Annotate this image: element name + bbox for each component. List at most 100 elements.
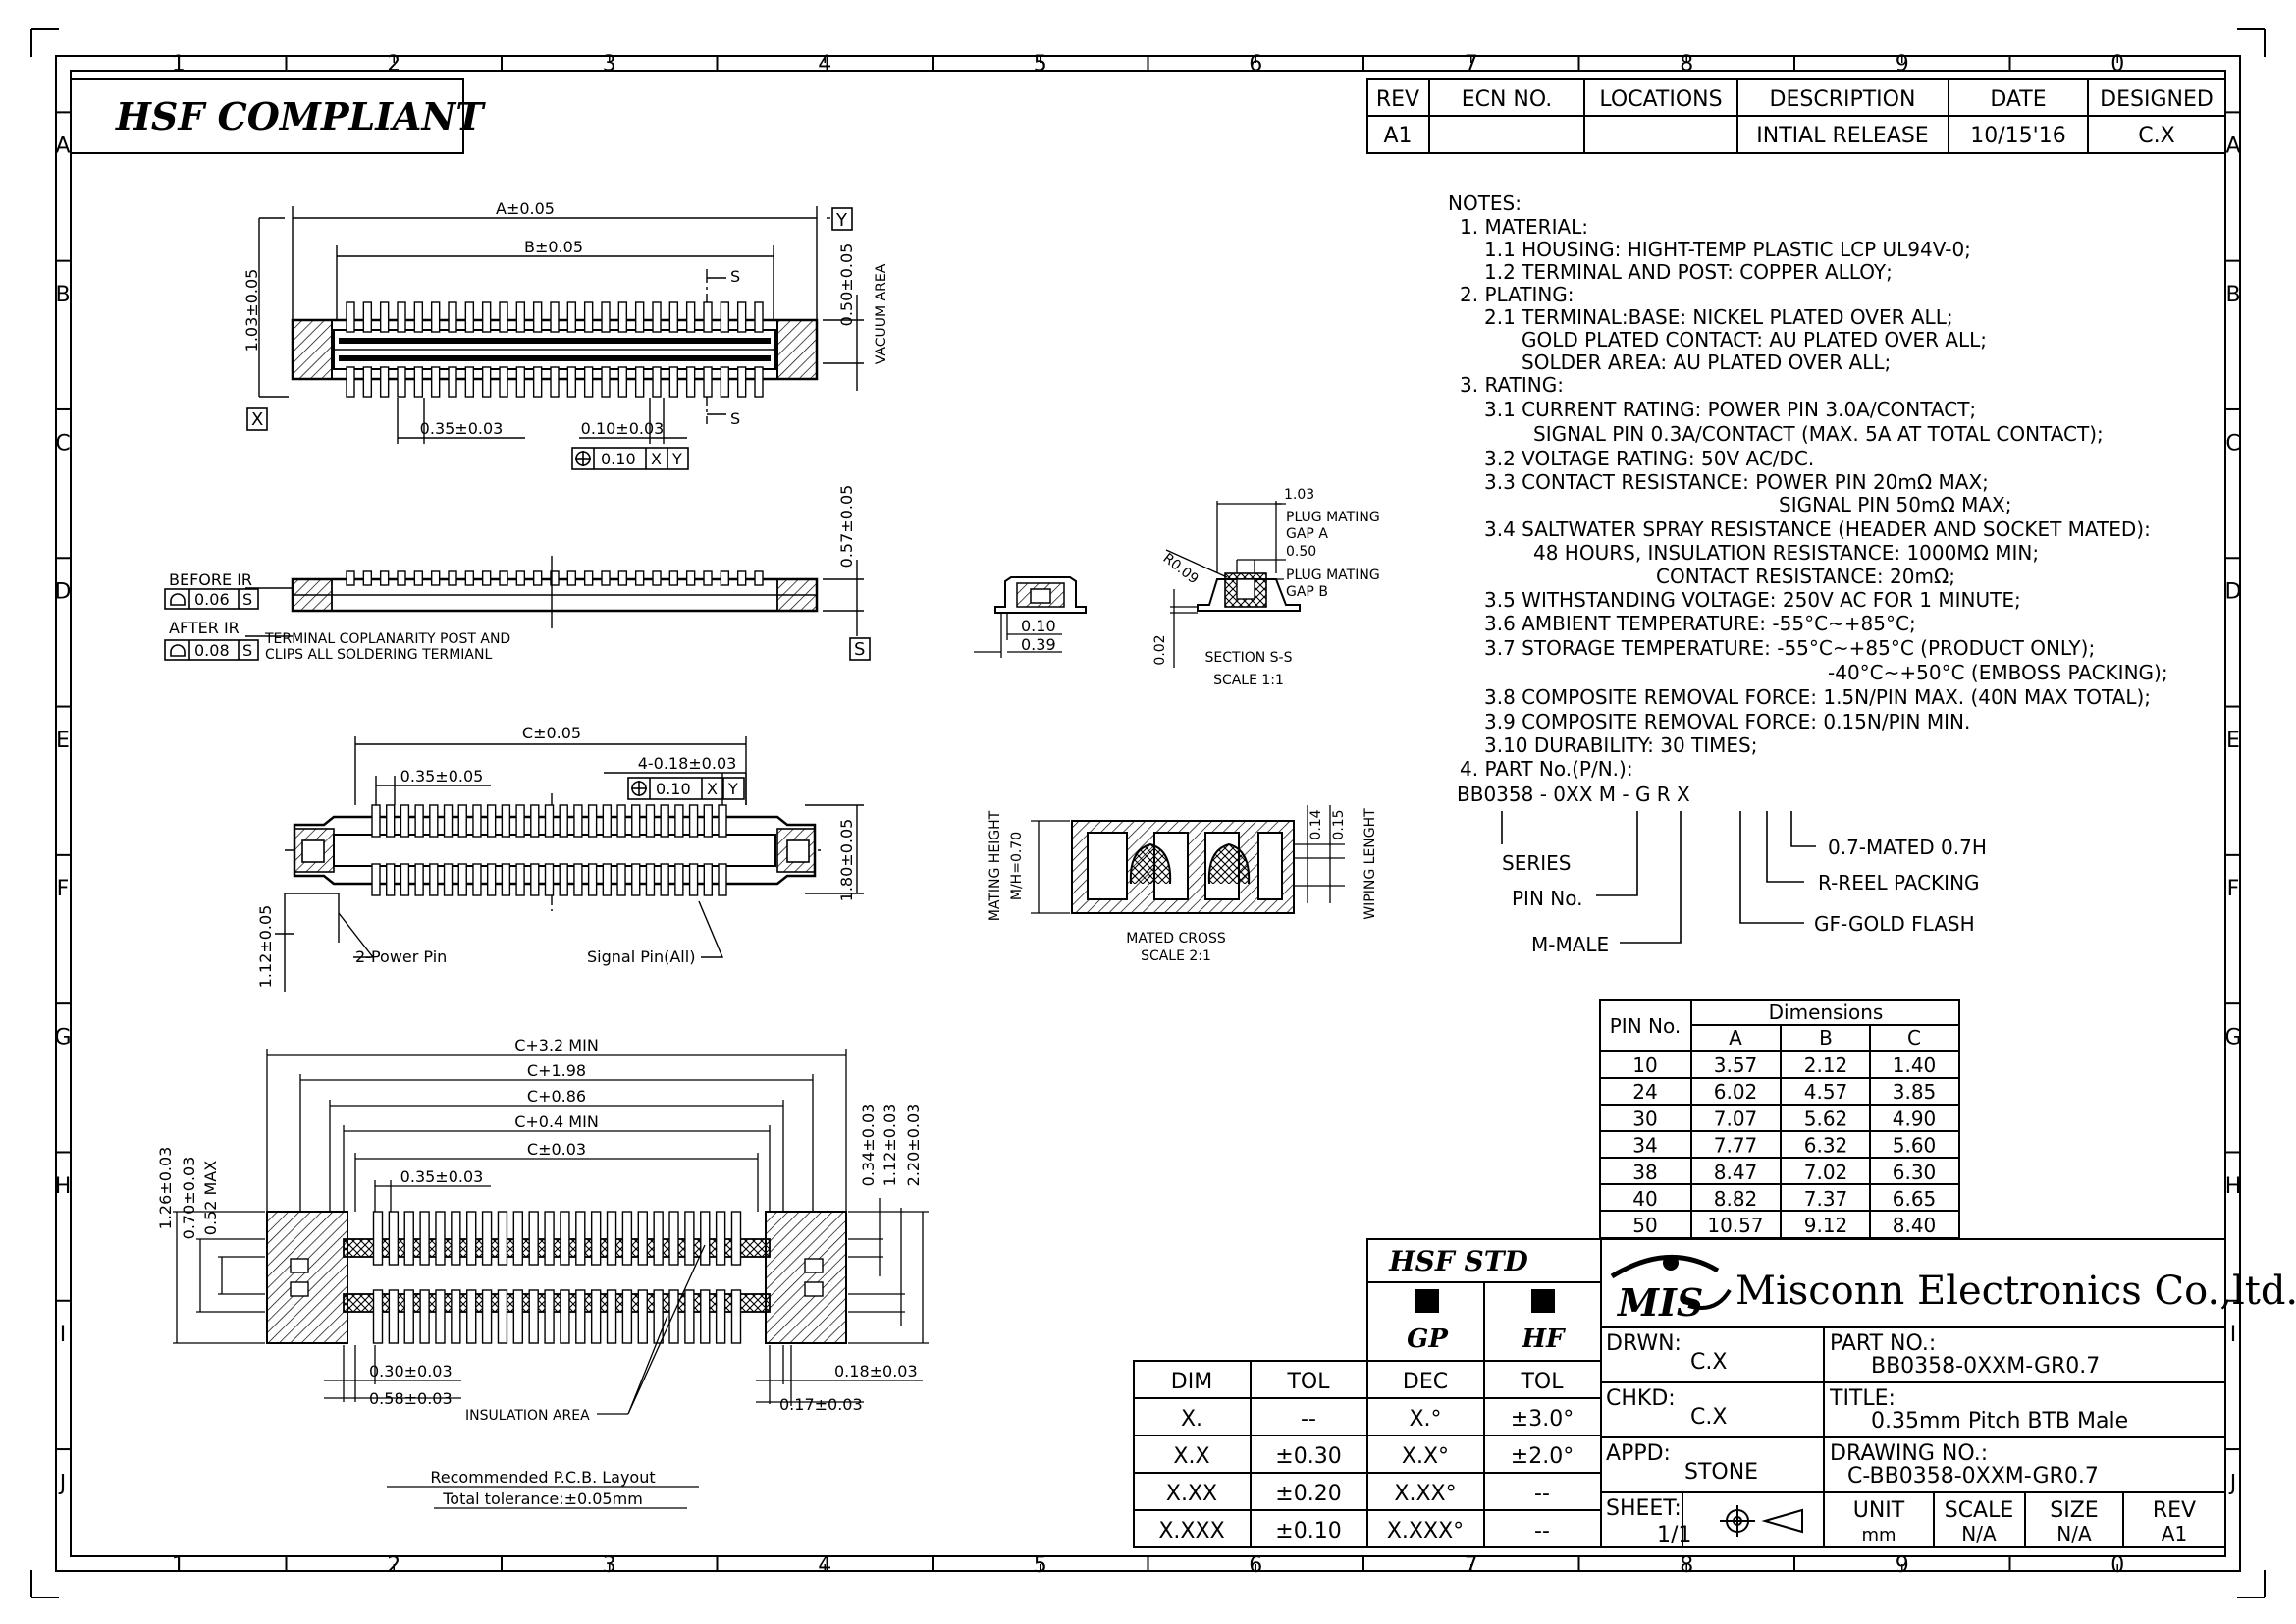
pin bbox=[560, 1211, 570, 1266]
pin bbox=[736, 570, 747, 586]
corner-marks bbox=[30, 28, 2266, 1598]
mated-dim-014: 0.14 bbox=[1308, 809, 1324, 839]
rev-cell-rev: A1 bbox=[1383, 124, 1412, 148]
pin bbox=[499, 301, 508, 333]
pin bbox=[400, 804, 410, 838]
pin bbox=[652, 366, 662, 398]
tol-header: DEC bbox=[1403, 1370, 1448, 1394]
sheet-label: SHEET: bbox=[1606, 1496, 1682, 1521]
pin bbox=[634, 366, 645, 398]
note-line: 3.3 CONTACT RESISTANCE: POWER PIN 20mΩ M… bbox=[1484, 470, 1989, 494]
dim-bottom-pitch: 0.35±0.05 bbox=[400, 767, 484, 785]
pin bbox=[515, 570, 526, 586]
tol-cell: -- bbox=[1534, 1519, 1550, 1543]
pin bbox=[601, 301, 611, 333]
pin bbox=[528, 1211, 539, 1266]
dim-height: 1.03±0.05 bbox=[242, 269, 261, 352]
dims-cell: 7.77 bbox=[1714, 1134, 1758, 1158]
pin bbox=[413, 301, 424, 333]
zone-row-label: H bbox=[2225, 1174, 2242, 1199]
pin bbox=[550, 366, 560, 398]
dims-cell: 10.57 bbox=[1707, 1214, 1763, 1237]
pin bbox=[371, 804, 381, 838]
datum-s: S bbox=[854, 639, 865, 660]
pin bbox=[559, 804, 568, 838]
pin bbox=[660, 804, 669, 838]
rev-cell-date: 10/15'16 bbox=[1970, 124, 2065, 148]
scale-label: SCALE bbox=[1945, 1498, 2014, 1523]
pin bbox=[736, 301, 747, 333]
title-value: 0.35mm Pitch BTB Male bbox=[1871, 1409, 2128, 1434]
part-code-diagram: BB0358 - 0XX M - G R X SERIES PIN No. M-… bbox=[1457, 783, 1987, 956]
note-line: 1.1 HOUSING: HIGHT-TEMP PLASTIC LCP UL94… bbox=[1484, 238, 1971, 261]
note-line: 3.2 VOLTAGE RATING: 50V AC/DC. bbox=[1484, 447, 1814, 470]
pin bbox=[532, 366, 543, 398]
dims-cell: 6.65 bbox=[1893, 1187, 1937, 1211]
pin bbox=[481, 301, 492, 333]
dims-cell: 7.07 bbox=[1714, 1107, 1758, 1130]
dims-header-pin: PIN No. bbox=[1610, 1014, 1681, 1038]
pin bbox=[481, 570, 492, 586]
pin bbox=[631, 863, 641, 896]
pin bbox=[481, 1211, 493, 1266]
pcb-dim-126: 1.26±0.03 bbox=[156, 1147, 175, 1230]
dims-cell: 6.02 bbox=[1714, 1080, 1758, 1104]
dims-cell: 9.12 bbox=[1804, 1214, 1848, 1237]
tol-cell: -- bbox=[1534, 1482, 1550, 1506]
pin bbox=[587, 863, 598, 896]
dims-cell: 24 bbox=[1632, 1080, 1657, 1104]
dims-cell: 38 bbox=[1632, 1161, 1657, 1184]
dims-cell: 5.60 bbox=[1893, 1134, 1937, 1158]
fcf-head: 4-0.18±0.03 bbox=[638, 754, 737, 773]
fcf-tolerance: 0.10 bbox=[601, 450, 636, 468]
zone-row-label: E bbox=[2226, 729, 2240, 753]
company-name: Misconn Electronics Co.,ltd. bbox=[1735, 1269, 2296, 1314]
bottom-fcf-datum-y: Y bbox=[727, 780, 738, 798]
dims-cell: 7.37 bbox=[1804, 1187, 1848, 1211]
pin bbox=[515, 366, 526, 398]
zone-row-label: I bbox=[60, 1323, 67, 1347]
section-ss-view: 1.03 PLUG MATING GAP A 0.50 PLUG MATING … bbox=[1152, 487, 1380, 688]
pin bbox=[544, 1289, 555, 1344]
dims-table-title: Dimensions bbox=[1769, 1001, 1884, 1024]
pin bbox=[590, 1211, 602, 1266]
unit-value: mm bbox=[1861, 1525, 1896, 1545]
after-ir-value: 0.08 bbox=[194, 641, 230, 660]
pin bbox=[715, 1211, 726, 1266]
pin bbox=[448, 301, 457, 333]
pin bbox=[703, 570, 713, 586]
zone-row-label: F bbox=[2227, 877, 2240, 901]
note-line: 3.5 WITHSTANDING VOLTAGE: 250V AC FOR 1 … bbox=[1484, 588, 2021, 612]
pin bbox=[754, 301, 764, 333]
pin bbox=[464, 366, 475, 398]
pin bbox=[637, 1289, 648, 1344]
pin bbox=[668, 1211, 679, 1266]
chkd-label: CHKD: bbox=[1606, 1386, 1676, 1411]
note-line: 1. MATERIAL: bbox=[1460, 215, 1588, 239]
pcb-dim-052: 0.52 MAX bbox=[201, 1161, 220, 1235]
pin bbox=[372, 1289, 384, 1344]
dims-cell: 3.57 bbox=[1714, 1054, 1758, 1077]
pin bbox=[435, 1211, 446, 1266]
pin bbox=[560, 1289, 570, 1344]
pin bbox=[631, 804, 641, 838]
pcb-layout-view: C+3.2 MIN C+1.98 C+0.86 C+0.4 MIN C±0.03… bbox=[156, 1036, 929, 1509]
pin bbox=[448, 366, 457, 398]
pin bbox=[653, 1289, 664, 1344]
section-dim-050: 0.50 bbox=[1286, 544, 1316, 560]
dim-width: 0.10±0.03 bbox=[581, 419, 665, 438]
drawing-no-label: DRAWING NO.: bbox=[1830, 1441, 1988, 1466]
pin bbox=[668, 366, 679, 398]
tol-cell: X.XXX bbox=[1158, 1519, 1224, 1543]
pin bbox=[515, 804, 525, 838]
pin bbox=[532, 301, 543, 333]
pin bbox=[587, 804, 598, 838]
pin bbox=[501, 804, 511, 838]
vacuum-area-label: VACUUM AREA bbox=[874, 263, 889, 364]
pin bbox=[715, 1289, 726, 1344]
pin bbox=[403, 1289, 414, 1344]
pcb-dim-c04: C+0.4 MIN bbox=[514, 1112, 599, 1131]
pin bbox=[497, 1289, 508, 1344]
